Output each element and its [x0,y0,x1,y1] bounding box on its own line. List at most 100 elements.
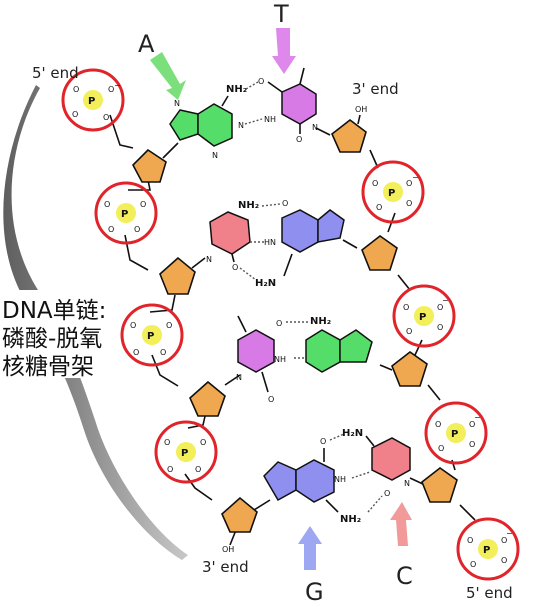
sugar-7 [391,351,428,387]
svg-text:H₂N: H₂N [342,428,363,439]
svg-text:O: O [406,199,412,208]
oh-top: OH [355,105,367,114]
label-3prime-bottom: 3' end [202,558,249,576]
label-C: C [396,562,413,590]
svg-text:H₂N: H₂N [255,278,276,289]
svg-text:−: − [474,413,481,422]
svg-text:−: − [442,296,449,305]
adenine-3-six-ring [305,329,341,373]
phosphates: P O O O O − P O O O O P O O O O [61,68,520,581]
svg-text:P: P [147,331,154,342]
label-G: G [305,578,324,606]
svg-text:O: O [437,323,443,332]
svg-text:O: O [469,420,475,429]
cytosine-2-ring [209,211,251,255]
svg-text:O: O [376,203,382,212]
svg-text:N: N [174,99,180,108]
arrow-A-icon [150,52,186,100]
svg-text:P: P [419,312,426,323]
sugar-4 [221,496,258,533]
svg-text:O: O [166,321,172,330]
svg-text:P: P [121,209,128,220]
sugar-8 [421,467,458,503]
adenine-3-five-ring [339,329,373,363]
phosphate-7: P O O O O − [424,401,488,465]
svg-text:O: O [384,489,390,498]
svg-text:−: − [412,173,419,182]
guanine-4-six-ring [295,459,335,503]
cytosine-4-ring [371,437,411,481]
svg-text:−: − [506,529,513,538]
svg-text:N: N [404,479,410,488]
svg-text:NH: NH [274,355,286,364]
svg-text:O: O [467,536,473,545]
svg-text:O: O [104,200,110,209]
svg-text:O: O [73,85,79,94]
phosphate-6: P O O O O − [392,284,456,348]
svg-text:O: O [320,437,326,446]
oh-bottom: OH [222,545,234,554]
svg-text:O: O [437,303,443,312]
phosphate-4: P O O O O [154,420,218,484]
label-5prime-bottom: 5' end [466,584,513,602]
svg-text:O: O [195,465,201,474]
thymine-1-ring [281,83,317,125]
svg-text:NH: NH [334,475,346,484]
sugar-6 [361,235,398,271]
label-C-group: C [390,502,413,590]
phosphate-1: P O O O O − [61,68,125,132]
guanine-2-six-ring [281,209,319,253]
svg-text:−: − [114,81,121,90]
svg-text:O: O [501,536,507,545]
svg-text:O: O [406,327,412,336]
svg-text:P: P [483,545,490,556]
guanine-4-five-ring [263,461,297,502]
svg-text:O: O [103,113,109,122]
svg-text:NH₂: NH₂ [340,514,361,525]
label-G-group: G [298,526,324,606]
svg-text:O: O [435,420,441,429]
label-A: A [138,30,155,58]
phosphate-5: P O O O O − [361,160,425,224]
svg-text:O: O [130,321,136,330]
svg-text:O: O [276,319,282,328]
svg-text:NH₂: NH₂ [226,84,247,95]
label-T-group: T [272,0,296,74]
svg-text:O: O [470,560,476,569]
svg-text:O: O [406,179,412,188]
svg-text:O: O [160,348,166,357]
svg-text:P: P [388,188,395,199]
sugar-3 [189,380,226,417]
svg-text:N: N [238,121,244,130]
phosphate-3: P O O O O [120,303,184,367]
svg-text:O: O [167,465,173,474]
sugar-1 [132,148,167,183]
svg-text:O: O [438,444,444,453]
base-pair-2: NH₂ O N O HN H₂N [206,199,345,289]
arrow-C-icon [390,502,412,546]
phosphate-2: P O O O O [94,181,158,245]
base-pair-3: O NH O N NH₂ [236,315,373,404]
svg-text:P: P [88,96,95,107]
sugars [132,118,458,533]
side-caption-line3: 核糖骨架 [2,354,94,380]
svg-text:N: N [312,123,318,132]
svg-text:N: N [206,255,212,264]
svg-text:O: O [232,263,238,272]
svg-text:NH₂: NH₂ [238,200,259,211]
svg-text:O: O [296,135,302,144]
svg-text:O: O [403,303,409,312]
svg-text:N: N [212,151,218,160]
svg-text:O: O [258,77,264,86]
label-5prime-top: 5' end [32,64,79,82]
side-caption-line2: 磷酸-脱氧 [2,326,102,352]
svg-text:O: O [108,225,114,234]
side-caption-bg [0,290,120,378]
svg-text:O: O [200,438,206,447]
label-T: T [273,0,289,28]
base-pair-4: O NH NH₂ H₂N O N [263,428,411,525]
svg-text:O: O [469,440,475,449]
svg-text:O: O [134,225,140,234]
svg-text:N: N [236,373,242,382]
